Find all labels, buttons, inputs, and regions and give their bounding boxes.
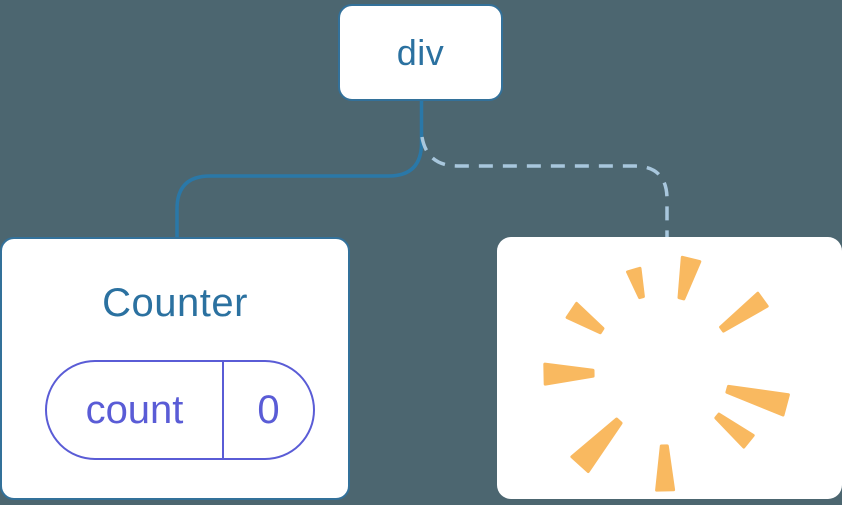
poof-ray xyxy=(565,301,605,335)
poof-ray xyxy=(655,444,676,492)
tree-node-removed xyxy=(497,237,842,499)
state-pill: count 0 xyxy=(45,360,315,460)
poof-burst-icon xyxy=(543,255,790,492)
poof-ray xyxy=(543,362,595,386)
tree-node-counter: Counter count 0 xyxy=(0,237,350,500)
poof-ray xyxy=(570,417,623,473)
counter-node-label: Counter xyxy=(102,281,248,325)
state-value: 0 xyxy=(257,387,280,432)
state-key-label: count xyxy=(47,362,224,458)
poof-ray xyxy=(626,266,645,300)
edge-root-to-removed-dashed xyxy=(420,136,669,239)
poof-ray xyxy=(725,384,790,417)
poof-ray xyxy=(719,291,769,333)
poof-ray xyxy=(714,412,755,449)
edge-root-to-counter xyxy=(175,100,424,239)
poof-ray xyxy=(677,255,702,301)
div-node-label: div xyxy=(396,31,445,73)
tree-node-div: div xyxy=(338,4,503,101)
